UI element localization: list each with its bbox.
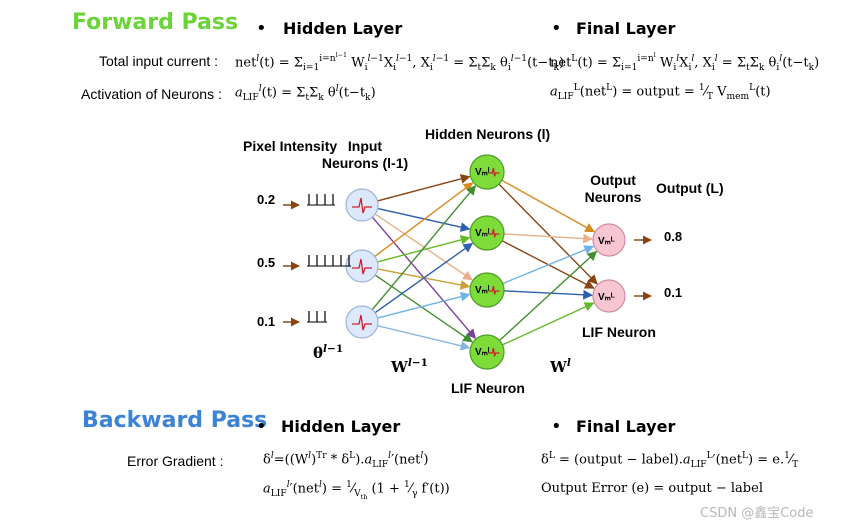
backward-hidden-eq1: δl=((Wl)Tr * δL).aLIFl′(netl): [263, 451, 429, 470]
forward-hidden-layer-header: Hidden Layer: [283, 19, 403, 38]
spike-icon: [488, 347, 500, 357]
spike-icon: [488, 285, 500, 295]
io-arrows: [283, 194, 652, 327]
edge-input3-hidden2: [374, 242, 474, 314]
output-l-label: Output (L): [656, 180, 724, 196]
input-value-1: 0.2: [257, 192, 276, 207]
input-neurons-text: Input Neurons (l-1): [321, 138, 409, 171]
edge-input2-hidden1: [374, 182, 474, 257]
spike-icon: [488, 167, 500, 177]
spike-icon: [352, 314, 372, 331]
edge-hidden4-output1: [499, 250, 598, 342]
hidden-neuron-symbol: Vₘˡ: [475, 228, 490, 239]
backward-final-eq2: Output Error (e) = output − label: [541, 481, 763, 496]
edge-hidden2-output1: [503, 233, 594, 244]
spike-icon: [352, 258, 372, 275]
pixel-intensity-label: Pixel Intensity: [243, 138, 337, 155]
spike-icon: [352, 197, 372, 214]
hidden-neurons-label: Hidden Neurons (l): [425, 126, 551, 142]
lif-output-label: LIF Neuron: [582, 324, 656, 340]
w-prev-label: Wl−1: [391, 357, 428, 376]
edge-input3-hidden3: [377, 291, 471, 319]
error-gradient-label: Error Gradient :: [127, 453, 224, 469]
forward-final-layer-header: Final Layer: [576, 19, 676, 38]
forward-pass-title: Forward Pass: [72, 10, 239, 35]
output-neuron-symbol: Vₘᴸ: [598, 292, 615, 303]
edge-hidden1-output1: [501, 179, 596, 233]
output-neuron-1: [592, 223, 626, 257]
input-value-3: 0.1: [257, 314, 276, 329]
backward-final-eq1: δL = (output − label).aLIFL′(netL) = e.1…: [541, 451, 799, 470]
output-neurons-label: Output Neurons: [584, 172, 642, 205]
input-value-2: 0.5: [257, 255, 276, 270]
edge-input2-hidden4: [374, 274, 473, 343]
lif-hidden-label: LIF Neuron: [451, 380, 525, 396]
hidden-neuron-symbol: Vₘˡ: [475, 167, 490, 178]
edge-input3-hidden1: [371, 185, 477, 311]
bullet-icon: •: [256, 18, 267, 39]
hidden-neuron-4: [469, 334, 505, 370]
w-label: Wl: [550, 357, 571, 376]
bullet-icon: •: [551, 18, 562, 39]
hidden-neuron-1: [469, 154, 505, 190]
spike-icon: [488, 228, 500, 238]
watermark: CSDN @鑫宝Code: [700, 506, 814, 521]
edge-hidden3-output1: [502, 245, 595, 285]
hidden-neuron-symbol: Vₘˡ: [475, 285, 490, 296]
edge-hidden3-output2: [503, 289, 593, 300]
forward-final-eq1: netL(t) = Σi=1i=nl WilXil, Xil = ΣtΣk θi…: [550, 51, 820, 73]
edge-hidden1-output2: [498, 183, 598, 285]
input-neurons-label: Input Neurons (l-1): [318, 138, 412, 172]
edge-input1-hidden1: [377, 174, 471, 202]
hidden-neuron-2: [469, 215, 505, 251]
hidden-neuron-symbol: Vₘˡ: [475, 347, 490, 358]
connection-edges: [371, 174, 598, 351]
backward-pass-title: Backward Pass: [82, 408, 268, 433]
pixel-intensity-text: Pixel Intensity: [243, 138, 338, 154]
bullet-icon: •: [256, 416, 267, 437]
output-neuron-symbol: Vₘᴸ: [598, 236, 615, 247]
output-value-1: 0.8: [664, 229, 683, 244]
backward-final-layer-header: Final Layer: [576, 417, 676, 436]
bullet-icon: •: [551, 416, 562, 437]
forward-hidden-eq2: aLIFl(t) = ΣtΣk θl(t−tk): [235, 84, 376, 103]
activation-label: Activation of Neurons :: [81, 86, 222, 102]
forward-final-eq2: aLIFL(netL) = output = 1⁄T VmemL(t): [550, 83, 771, 102]
output-value-2: 0.1: [664, 285, 683, 300]
forward-hidden-eq1: netl(t) = Σi=1i=nl−1 Wil−1Xil−1, Xil−1 =…: [235, 51, 565, 73]
edge-input2-hidden2: [377, 235, 471, 263]
total-input-current-label: Total input current :: [99, 53, 219, 69]
edge-input3-hidden4: [377, 325, 471, 351]
edge-hidden4-output2: [502, 302, 595, 346]
backward-hidden-eq2: aLIFl′(netl) = 1⁄Vth (1 + 1⁄γ f′(t)): [263, 480, 450, 501]
output-neuron-2: [592, 279, 626, 313]
hidden-neuron-3: [469, 272, 505, 308]
backward-hidden-layer-header: Hidden Layer: [281, 417, 401, 436]
theta-label: θl−1: [313, 343, 344, 362]
edge-input1-hidden2: [377, 207, 471, 232]
